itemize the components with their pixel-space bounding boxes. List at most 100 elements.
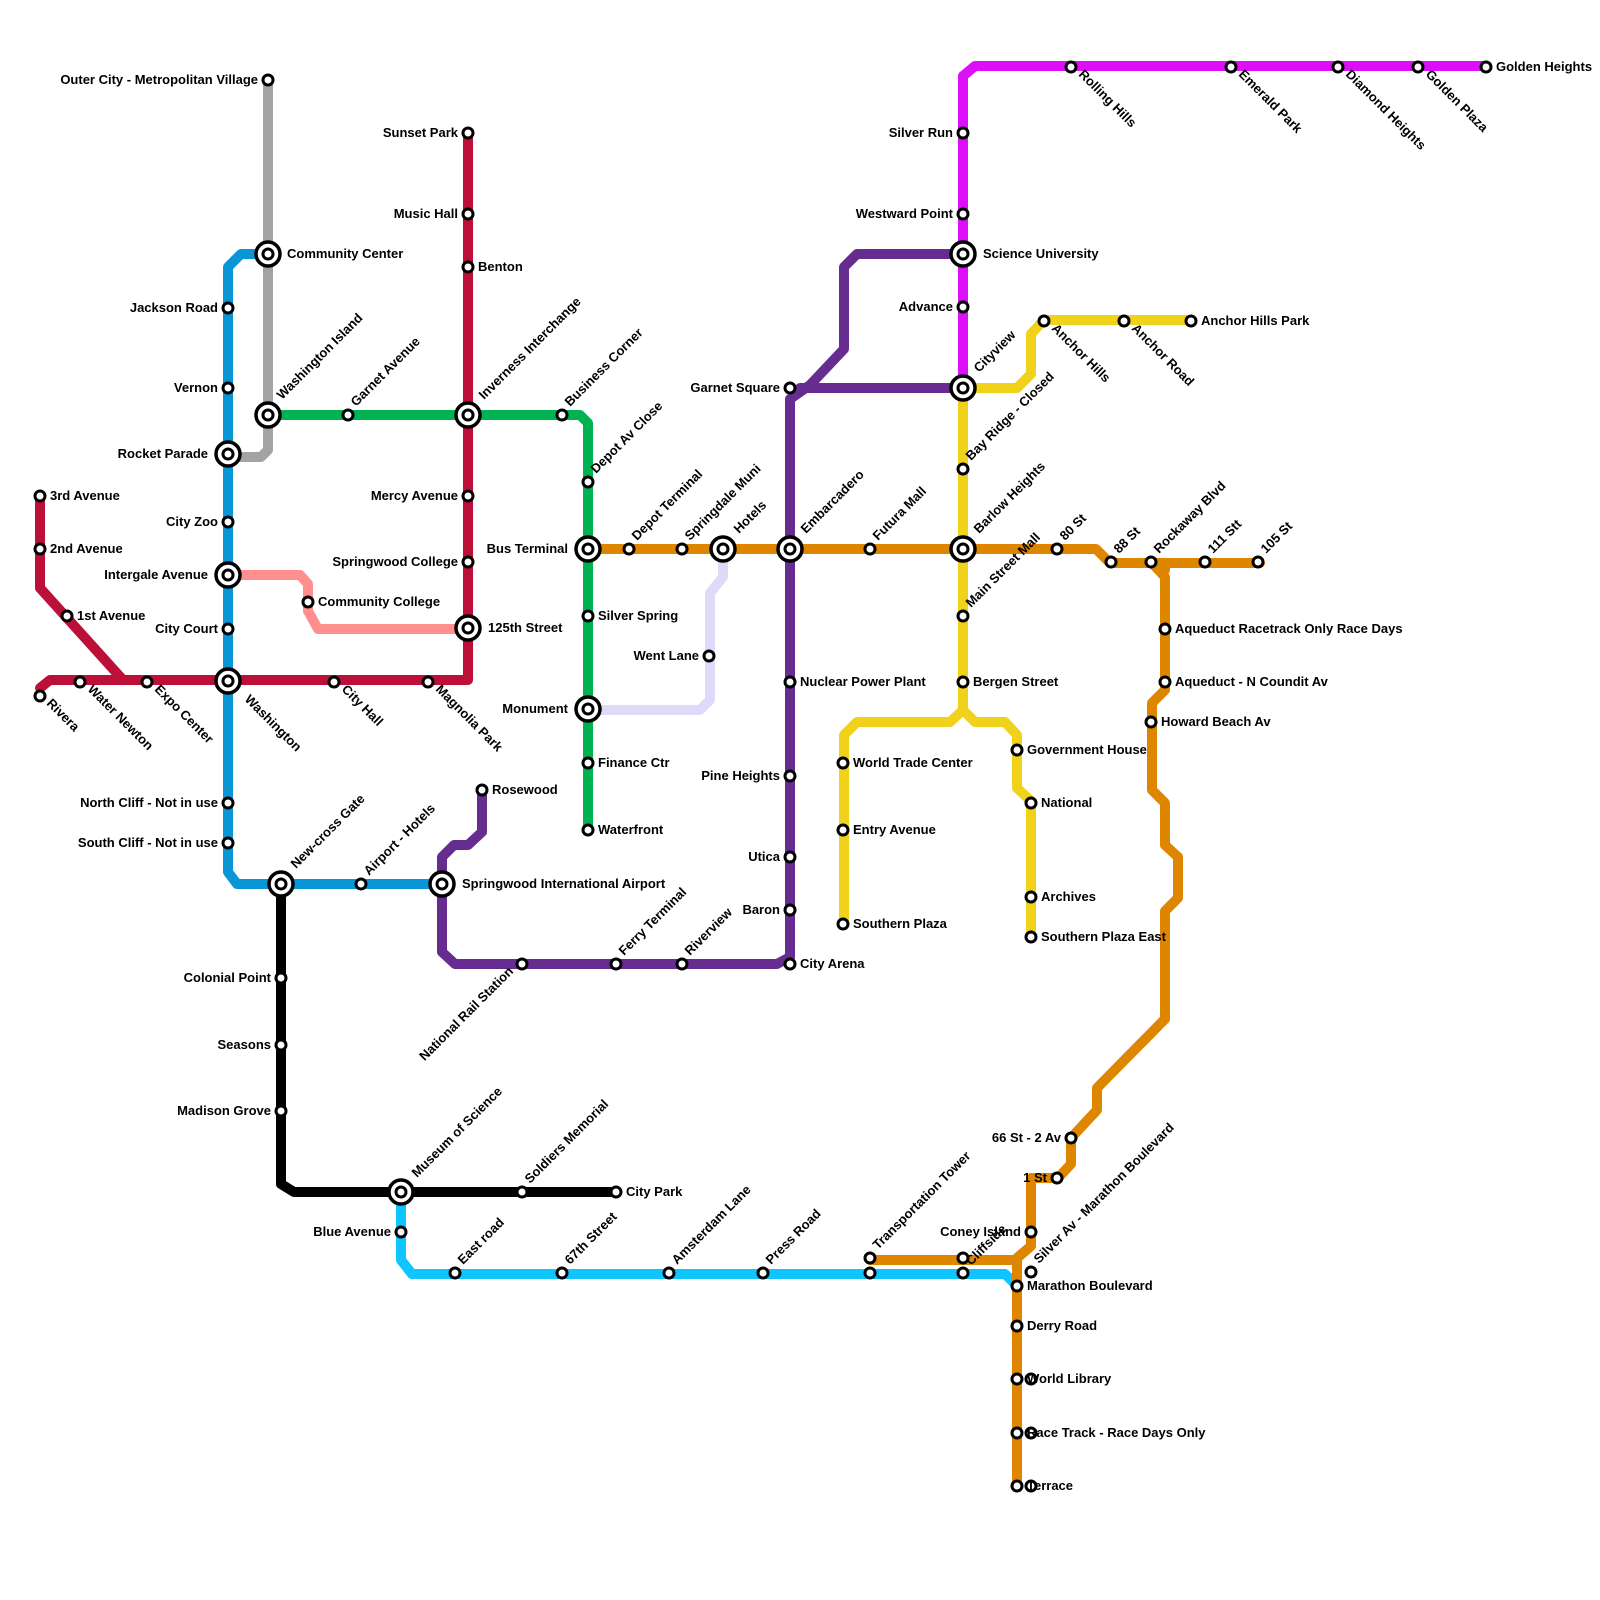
station-marker[interactable] [956, 1266, 970, 1280]
station-marker[interactable] [274, 971, 288, 985]
station-marker[interactable] [1144, 715, 1158, 729]
station-marker[interactable] [221, 796, 235, 810]
station-marker[interactable] [1158, 675, 1172, 689]
station-marker[interactable] [1024, 1479, 1038, 1493]
station-marker[interactable] [581, 823, 595, 837]
interchange-icon[interactable] [387, 1178, 415, 1206]
station-marker[interactable] [555, 408, 569, 422]
station-marker[interactable] [221, 622, 235, 636]
interchange-icon[interactable] [949, 240, 977, 268]
station-marker[interactable] [461, 260, 475, 274]
interchange-icon[interactable] [949, 374, 977, 402]
station-marker[interactable] [836, 823, 850, 837]
station-marker[interactable] [1010, 1279, 1024, 1293]
station-marker[interactable] [1010, 1479, 1024, 1493]
station-marker[interactable] [461, 489, 475, 503]
station-marker[interactable] [956, 462, 970, 476]
station-marker[interactable] [261, 73, 275, 87]
station-marker[interactable] [1024, 890, 1038, 904]
station-marker[interactable] [581, 475, 595, 489]
station-marker[interactable] [956, 1251, 970, 1265]
interchange-icon[interactable] [214, 440, 242, 468]
station-marker[interactable] [354, 877, 368, 891]
station-marker[interactable] [1024, 930, 1038, 944]
station-marker[interactable] [394, 1225, 408, 1239]
station-marker[interactable] [1010, 1372, 1024, 1386]
interchange-icon[interactable] [267, 870, 295, 898]
station-marker[interactable] [1024, 1372, 1038, 1386]
interchange-icon[interactable] [776, 535, 804, 563]
station-marker[interactable] [221, 836, 235, 850]
station-marker[interactable] [1144, 555, 1158, 569]
interchange-icon[interactable] [254, 401, 282, 429]
station-marker[interactable] [1184, 314, 1198, 328]
station-marker[interactable] [1010, 1426, 1024, 1440]
interchange-icon[interactable] [454, 401, 482, 429]
station-marker[interactable] [783, 769, 797, 783]
station-marker[interactable] [33, 542, 47, 556]
station-marker[interactable] [221, 515, 235, 529]
station-marker[interactable] [956, 675, 970, 689]
interchange-icon[interactable] [214, 667, 242, 695]
station-marker[interactable] [863, 542, 877, 556]
station-marker[interactable] [609, 957, 623, 971]
station-marker[interactable] [1479, 60, 1493, 74]
station-marker[interactable] [1050, 542, 1064, 556]
station-marker[interactable] [1024, 1265, 1038, 1279]
station-marker[interactable] [461, 555, 475, 569]
station-marker[interactable] [1037, 314, 1051, 328]
station-marker[interactable] [956, 207, 970, 221]
station-marker[interactable] [515, 957, 529, 971]
station-marker[interactable] [836, 756, 850, 770]
station-marker[interactable] [60, 609, 74, 623]
station-marker[interactable] [609, 1185, 623, 1199]
station-marker[interactable] [956, 126, 970, 140]
station-marker[interactable] [1024, 796, 1038, 810]
station-marker[interactable] [783, 675, 797, 689]
station-marker[interactable] [956, 300, 970, 314]
station-marker[interactable] [301, 595, 315, 609]
station-marker[interactable] [1024, 1426, 1038, 1440]
station-marker[interactable] [863, 1251, 877, 1265]
station-marker[interactable] [756, 1266, 770, 1280]
interchange-icon[interactable] [214, 561, 242, 589]
station-marker[interactable] [327, 675, 341, 689]
station-marker[interactable] [675, 542, 689, 556]
station-marker[interactable] [341, 408, 355, 422]
station-marker[interactable] [1024, 1225, 1038, 1239]
interchange-icon[interactable] [454, 614, 482, 642]
station-marker[interactable] [448, 1266, 462, 1280]
station-marker[interactable] [1331, 60, 1345, 74]
station-marker[interactable] [1117, 314, 1131, 328]
station-marker[interactable] [140, 675, 154, 689]
interchange-icon[interactable] [428, 870, 456, 898]
station-marker[interactable] [1251, 555, 1265, 569]
station-marker[interactable] [421, 675, 435, 689]
station-marker[interactable] [1411, 60, 1425, 74]
station-marker[interactable] [1050, 1171, 1064, 1185]
station-marker[interactable] [581, 756, 595, 770]
interchange-icon[interactable] [574, 695, 602, 723]
interchange-icon[interactable] [709, 535, 737, 563]
station-marker[interactable] [836, 917, 850, 931]
station-marker[interactable] [475, 783, 489, 797]
station-marker[interactable] [33, 689, 47, 703]
station-marker[interactable] [702, 649, 716, 663]
station-marker[interactable] [863, 1266, 877, 1280]
interchange-icon[interactable] [949, 535, 977, 563]
station-marker[interactable] [783, 903, 797, 917]
station-marker[interactable] [221, 301, 235, 315]
station-marker[interactable] [274, 1104, 288, 1118]
station-marker[interactable] [555, 1266, 569, 1280]
station-marker[interactable] [1158, 622, 1172, 636]
station-marker[interactable] [622, 542, 636, 556]
station-marker[interactable] [783, 850, 797, 864]
station-marker[interactable] [1010, 1319, 1024, 1333]
station-marker[interactable] [1064, 1131, 1078, 1145]
station-marker[interactable] [461, 207, 475, 221]
station-marker[interactable] [33, 489, 47, 503]
station-marker[interactable] [783, 381, 797, 395]
station-marker[interactable] [274, 1038, 288, 1052]
station-marker[interactable] [1010, 743, 1024, 757]
station-marker[interactable] [662, 1266, 676, 1280]
